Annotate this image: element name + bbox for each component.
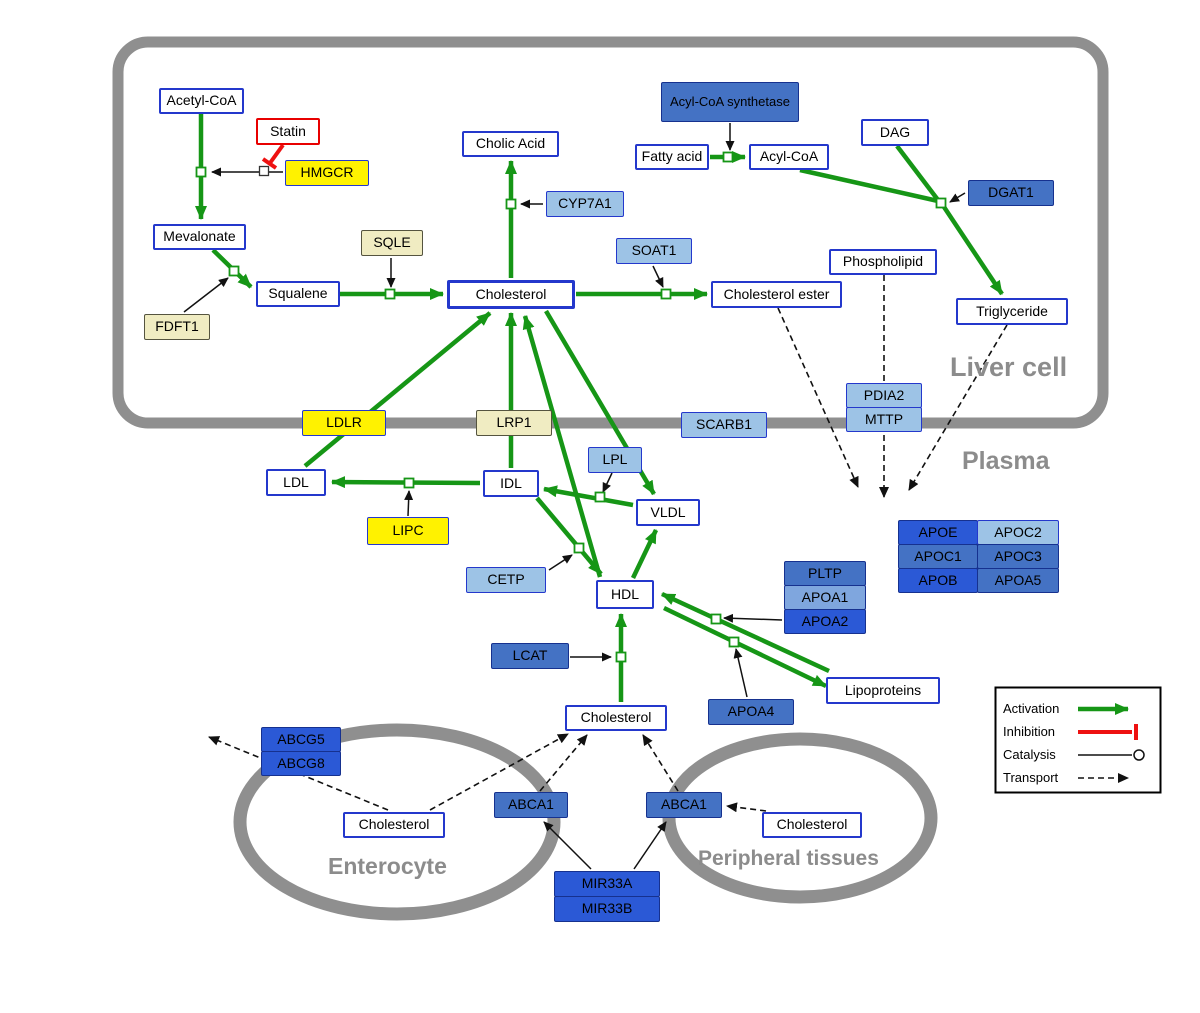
edge-node-triglyceride [942,205,1004,296]
edge-soat1-catalysis [652,265,664,288]
liver-cell-label: Liver cell [950,352,1068,382]
edge-lipc-catalysis [404,490,414,517]
legend-transport-label: Transport [1003,770,1059,785]
inhibition-edge [261,143,285,170]
activation-edges [195,114,1004,702]
edge-lpl-catalysis [602,472,613,493]
edge-ldl-ldlr-cholesterol [303,311,492,468]
node-cholesterol-plasma[interactable]: Cholesterol [565,705,667,731]
node-apoc3[interactable]: APOC3 [977,544,1059,569]
node-fatty-acid[interactable]: Fatty acid [635,144,709,170]
edge-lipoproteins-hdl [661,591,830,674]
node-phospholipid[interactable]: Phospholipid [829,249,937,275]
node-apoa1[interactable]: APOA1 [784,585,866,610]
edge-dag-dgat-node [895,144,940,202]
node-cholesterol-peripheral[interactable]: Cholesterol [762,812,862,838]
node-acetyl-coa[interactable]: Acetyl-CoA [159,88,244,114]
node-apoc2[interactable]: APOC2 [977,520,1059,545]
node-apob[interactable]: APOB [898,568,978,593]
node-apoc1[interactable]: APOC1 [898,544,978,569]
node-ldl[interactable]: LDL [266,469,326,496]
edge-idl-hdl [535,496,603,576]
node-scarb1[interactable]: SCARB1 [681,412,767,438]
enterocyte-label: Enterocyte [328,853,447,879]
edge-hdl-lipoproteins [663,605,827,689]
node-lpl[interactable]: LPL [588,447,642,473]
node-fdft1[interactable]: FDFT1 [144,314,210,340]
edge-abca1-enterocyte-cholesterol [539,734,588,792]
node-dgat1[interactable]: DGAT1 [968,180,1054,206]
node-cholic-acid[interactable]: Cholic Acid [462,131,559,157]
node-cholesterol-liver[interactable]: Cholesterol [447,280,575,309]
edge-mir33-abca1-peripheral [633,821,667,870]
node-acyl-coa[interactable]: Acyl-CoA [749,144,829,170]
node-mir33b[interactable]: MIR33B [554,896,660,922]
legend-inhibition-label: Inhibition [1003,724,1056,739]
legend-activation-label: Activation [1003,701,1060,716]
edge-peripheral-cholesterol-abca1 [726,802,767,813]
edge-dgat1-catalysis [949,192,966,203]
edge-vldl-idl [543,485,634,508]
catalysis-edges [183,123,966,870]
node-acyl-coa-synthetase[interactable]: Acyl-CoA synthetase [661,82,799,122]
node-dag[interactable]: DAG [861,119,929,146]
node-apoe[interactable]: APOE [898,520,978,545]
node-cyp7a1[interactable]: CYP7A1 [546,191,624,217]
node-triglyceride[interactable]: Triglyceride [956,298,1068,325]
node-apoa2[interactable]: APOA2 [784,609,866,634]
node-squalene[interactable]: Squalene [256,281,340,307]
node-lipoproteins[interactable]: Lipoproteins [826,677,940,704]
edge-statin-hmgcr [268,143,285,165]
edge-cholesterolester-plasma [777,307,859,488]
node-pltp[interactable]: PLTP [784,561,866,586]
node-hdl[interactable]: HDL [596,580,654,609]
node-cholesterol-enterocyte[interactable]: Cholesterol [343,812,445,838]
node-lrp1[interactable]: LRP1 [476,410,552,436]
node-sqle[interactable]: SQLE [361,230,423,256]
node-statin[interactable]: Statin [256,118,320,145]
node-mttp[interactable]: MTTP [846,407,922,432]
edge-acylcoa-dgat-node [799,167,939,204]
legend-catalysis-circle [1133,749,1145,761]
edge-apoa-stack-catalysis [723,613,783,623]
edge-fdft1-catalysis [183,277,229,313]
node-idl[interactable]: IDL [483,470,539,497]
edge-cholesterol-abcg5g8-lumen [208,736,389,811]
edge-hdl-cholesterol [522,315,603,578]
node-soat1[interactable]: SOAT1 [616,238,692,264]
node-mevalonate[interactable]: Mevalonate [153,224,246,250]
statin-inhibition-bar [261,157,278,170]
edge-cetp-catalysis [548,554,573,571]
node-abca1-enterocyte[interactable]: ABCA1 [494,792,568,818]
legend-catalysis-label: Catalysis [1003,747,1056,762]
inhibition-target-node [258,165,270,177]
node-lipc[interactable]: LIPC [367,517,449,545]
node-abcg8[interactable]: ABCG8 [261,751,341,776]
plasma-label: Plasma [962,447,1050,475]
node-abcg5[interactable]: ABCG5 [261,727,341,752]
edge-hdl-vldl [630,529,659,579]
node-vldl[interactable]: VLDL [636,499,700,526]
legend-box [994,686,1162,794]
node-lcat[interactable]: LCAT [491,643,569,669]
edge-mir33-abca1-enterocyte [543,821,592,870]
node-abca1-peripheral[interactable]: ABCA1 [646,792,722,818]
node-apoa5[interactable]: APOA5 [977,568,1059,593]
node-mir33a[interactable]: MIR33A [554,871,660,897]
node-cetp[interactable]: CETP [466,567,546,593]
node-pdia2[interactable]: PDIA2 [846,383,922,408]
node-hmgcr[interactable]: HMGCR [285,160,369,186]
edge-triglyceride-plasma [908,324,1008,491]
reaction-nodes [195,151,947,663]
node-apoa4[interactable]: APOA4 [708,699,794,725]
peripheral-tissues-membrane [662,732,938,904]
peripheral-tissues-label: Peripheral tissues [698,847,879,870]
node-ldlr[interactable]: LDLR [302,410,386,436]
node-cholesterol-ester[interactable]: Cholesterol ester [711,281,842,308]
edge-apoa4-catalysis [733,648,748,698]
enterocyte-membrane [233,723,561,921]
edge-abca1-peripheral-cholesterol [642,734,679,792]
edge-enterocyte-cholesterol-plasma [429,733,569,811]
